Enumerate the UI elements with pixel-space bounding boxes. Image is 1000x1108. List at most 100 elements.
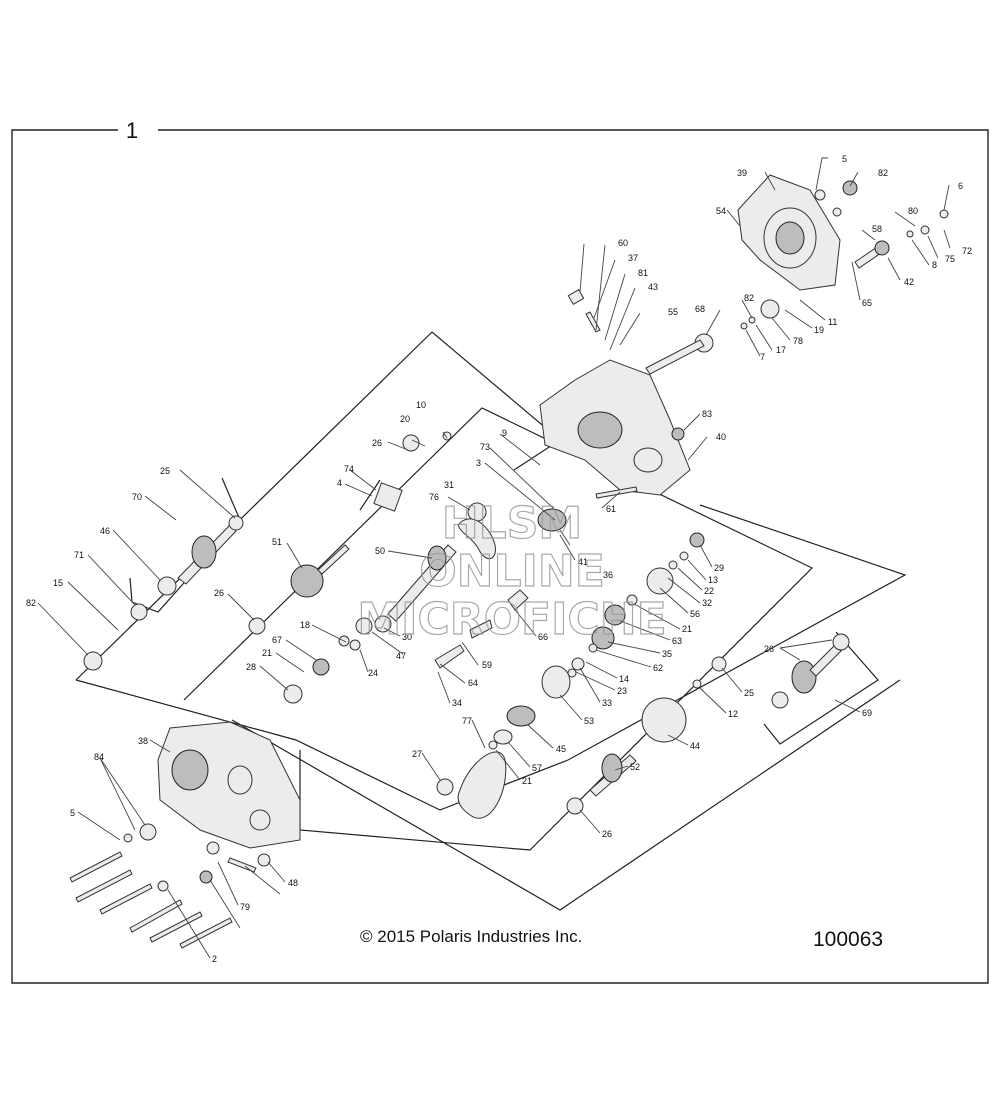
callout-61: 63	[672, 636, 682, 646]
callout-27: 28	[246, 662, 256, 672]
callout-47: 47	[396, 651, 406, 661]
callout-3: 3	[476, 458, 481, 468]
callout-44: 44	[690, 741, 700, 751]
callout-42: 42	[904, 277, 914, 287]
callout-51: 52	[630, 762, 640, 772]
callout-63: 65	[862, 298, 872, 308]
left-case-38	[157, 721, 301, 849]
callout-73: 75	[945, 254, 955, 264]
callout-8: 8	[932, 260, 937, 270]
callout-49: 50	[375, 546, 385, 556]
callout-29: 29	[714, 563, 724, 573]
callout-15: 15	[53, 578, 63, 588]
callout-52: 54	[716, 206, 726, 216]
callout-39: 39	[737, 168, 747, 178]
callout-28: 27	[412, 749, 422, 759]
center-housing-40	[539, 359, 691, 496]
callout-77: 79	[240, 902, 250, 912]
callout-26d: 26	[764, 644, 774, 654]
callout-45: 45	[556, 744, 566, 754]
callout-68: 70	[132, 492, 142, 502]
callout-82c: 84	[94, 752, 104, 762]
diagram-id: 100063	[813, 928, 883, 951]
callout-50: 51	[272, 537, 282, 547]
callout-53: 53	[584, 716, 594, 726]
leader-lines	[37, 157, 951, 959]
assembly-frame: 1	[11, 118, 989, 984]
right-cover-39	[737, 174, 858, 291]
watermark-line-1: HLSM	[442, 498, 582, 549]
callout-40: 40	[716, 432, 726, 442]
callout-6: 6	[958, 181, 963, 191]
callout-72: 74	[344, 464, 354, 474]
watermark: HLSM ONLINE MICROFICHE	[357, 497, 668, 645]
callout-67: 69	[862, 708, 872, 718]
callout-20: 21	[262, 648, 272, 658]
assembly-number: 1	[126, 118, 138, 143]
callout-30: 30	[402, 632, 412, 642]
callout-7: 7	[760, 352, 765, 362]
callout-26b: 26	[214, 588, 224, 598]
callout-34: 34	[452, 698, 462, 708]
callout-38: 38	[138, 736, 148, 746]
callout-26: 26	[372, 438, 382, 448]
callout-13: 13	[708, 575, 718, 585]
callout-32: 32	[702, 598, 712, 608]
callout-58: 60	[618, 238, 628, 248]
callout-70: 72	[962, 246, 972, 256]
callout-16: 17	[776, 345, 786, 355]
callout-82b: 83	[702, 409, 712, 419]
callout-33: 33	[602, 698, 612, 708]
callout-22: 22	[704, 586, 714, 596]
callout-75: 77	[462, 716, 472, 726]
callout-48: 48	[288, 878, 298, 888]
callout-12: 12	[728, 709, 738, 719]
callout-4: 5	[70, 808, 75, 818]
callout-41: 41	[578, 557, 588, 567]
watermark-line-2: ONLINE	[419, 546, 605, 597]
callout-79: 81	[638, 268, 648, 278]
callout-55: 57	[532, 763, 542, 773]
callout-26c: 26	[602, 829, 612, 839]
callout-56: 58	[872, 224, 882, 234]
callout-59: 61	[606, 504, 616, 514]
callout-17: 18	[300, 620, 310, 630]
callout-78: 80	[908, 206, 918, 216]
copyright-text: © 2015 Polaris Industries Inc.	[360, 927, 582, 946]
callout-2: 2	[212, 954, 217, 964]
callout-69: 71	[74, 550, 84, 560]
callout-23: 23	[617, 686, 627, 696]
gear-train	[69, 209, 949, 949]
callout-25b: 25	[744, 688, 754, 698]
callout-36: 36	[603, 570, 613, 580]
callout-24: 24	[368, 668, 378, 678]
callout-25: 25	[160, 466, 170, 476]
callout-11: 11	[828, 317, 837, 327]
callout-65: 67	[272, 635, 282, 645]
callout-82: 82	[878, 168, 888, 178]
callout-18: 19	[814, 325, 824, 335]
callout-54: 56	[690, 609, 700, 619]
callout-60: 62	[653, 663, 663, 673]
callout-62: 64	[468, 678, 478, 688]
callout-64: 66	[538, 632, 548, 642]
callout-57: 59	[482, 660, 492, 670]
callout-21: 21	[682, 624, 692, 634]
callout-3b: 4	[337, 478, 342, 488]
callout-19: 20	[400, 414, 410, 424]
callout-80: 82	[744, 293, 754, 303]
callout-9: 9	[502, 428, 507, 438]
callout-66: 68	[695, 304, 705, 314]
callout-21b: 21	[522, 776, 532, 786]
callout-46: 46	[100, 526, 110, 536]
callout-10: 10	[416, 400, 426, 410]
callout-31: 31	[444, 480, 454, 490]
callout-52b: 55	[668, 307, 678, 317]
callout-35: 35	[662, 649, 672, 659]
callout-37: 37	[628, 253, 638, 263]
callout-labels: 5 82 39 6 54 80 58 72 75 8 42 65 82 68 1…	[26, 154, 972, 964]
callout-5: 5	[842, 154, 847, 164]
callout-76: 78	[793, 336, 803, 346]
callout-81: 82	[26, 598, 36, 608]
callout-71: 73	[480, 442, 490, 452]
